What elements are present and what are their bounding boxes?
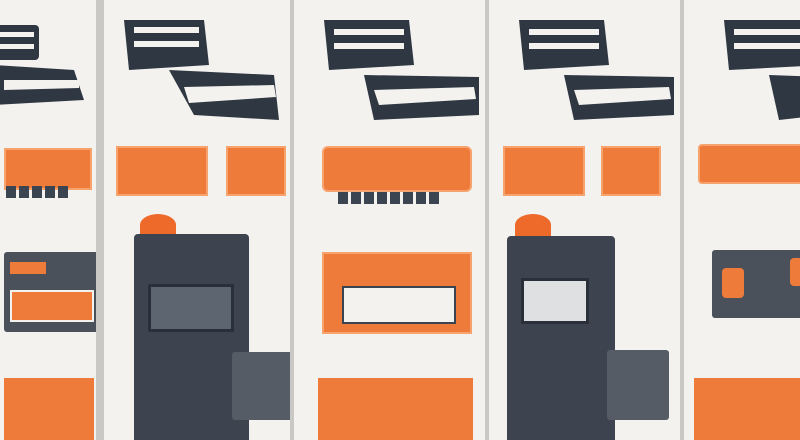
striped-banner-icon	[724, 20, 800, 120]
striped-banner-icon	[0, 25, 84, 105]
grid-display	[342, 286, 456, 324]
vending-kiosk-icon	[507, 236, 615, 440]
screen-icon	[148, 284, 234, 332]
striped-banner-icon	[324, 20, 479, 120]
orange-display-panel	[698, 144, 800, 184]
orange-readout-panel	[503, 146, 585, 196]
control-box	[712, 250, 800, 318]
vending-kiosk-icon	[134, 234, 249, 440]
screen-icon	[521, 278, 589, 324]
kiosk-column-5	[680, 0, 800, 440]
orange-readout-panel	[226, 146, 286, 196]
orange-ledger-panel	[318, 378, 473, 440]
orange-readout-panel	[116, 146, 208, 196]
kiosk-column-4	[485, 0, 685, 440]
dome-light-icon	[515, 214, 551, 236]
side-box	[232, 352, 291, 420]
side-box	[607, 350, 669, 420]
orange-readout-panel	[601, 146, 661, 196]
orange-display-panel	[4, 148, 92, 190]
keypad-icon	[6, 186, 68, 198]
orange-ledger-panel	[694, 378, 800, 440]
dome-light-icon	[140, 214, 176, 236]
orange-ledger-panel	[4, 378, 94, 440]
control-box	[4, 252, 96, 332]
keypad-icon	[338, 192, 439, 204]
kiosk-column-3	[290, 0, 490, 440]
orange-display-panel	[322, 146, 472, 192]
kiosk-column-1	[0, 0, 100, 440]
kiosk-column-2	[100, 0, 295, 440]
striped-banner-icon	[124, 20, 279, 120]
striped-banner-icon	[519, 20, 674, 120]
orange-control-panel	[322, 252, 472, 334]
